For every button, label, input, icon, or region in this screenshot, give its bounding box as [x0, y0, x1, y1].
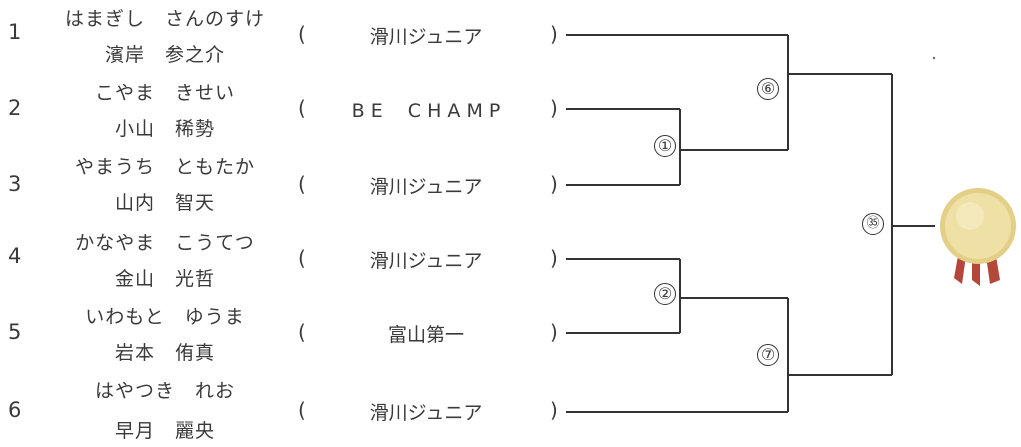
entry-4: 4 かなやま こうてつ 金山 光哲 ( 滑川ジュニア ): [0, 224, 580, 298]
seed-number: 6: [8, 398, 22, 422]
close-paren: ): [550, 398, 558, 422]
player-kanji: 早月 麗央: [114, 420, 215, 442]
player-kana: はまぎし さんのすけ: [64, 8, 265, 30]
player-kana: こやま きせい: [94, 82, 235, 104]
player-kana: やまうち ともたか: [74, 156, 255, 178]
entry-5: 5 いわもと ゆうま 岩本 侑真 ( 富山第一 ): [0, 298, 580, 372]
player-kana: はやつき れお: [94, 380, 235, 402]
entry-3: 3 やまうち ともたか 山内 智天 ( 滑川ジュニア ): [0, 148, 580, 222]
player-kanji: 濱岸 参之介: [104, 44, 225, 66]
open-paren: (: [298, 320, 306, 344]
close-paren: ): [550, 172, 558, 196]
seed-number: 2: [8, 96, 22, 120]
match-number-1: ①: [654, 135, 676, 157]
seed-number: 4: [8, 244, 22, 268]
player-kana: いわもと ゆうま: [85, 306, 245, 328]
close-paren: ): [550, 246, 558, 270]
seed-number: 3: [8, 172, 22, 196]
seed-number: 5: [8, 320, 22, 344]
close-paren: ): [550, 320, 558, 344]
seed-number: 1: [8, 20, 22, 44]
match-number-6: ⑥: [757, 78, 779, 100]
team-name: 滑川ジュニア: [369, 26, 483, 48]
entry-1: 1 はまぎし さんのすけ 濱岸 参之介 ( 滑川ジュニア ): [0, 0, 580, 74]
team-name: 滑川ジュニア: [369, 402, 483, 424]
open-paren: (: [298, 22, 306, 46]
speck-dot: [932, 56, 936, 60]
open-paren: (: [298, 398, 306, 422]
open-paren: (: [298, 246, 306, 270]
close-paren: ): [550, 22, 558, 46]
close-paren: ): [550, 96, 558, 120]
team-name: 富山第一: [387, 324, 464, 346]
open-paren: (: [298, 172, 306, 196]
gold-medal-icon: [940, 188, 1016, 286]
player-kanji: 小山 稀勢: [114, 118, 215, 140]
player-kanji: 岩本 侑真: [114, 342, 215, 364]
match-number-2: ②: [654, 283, 676, 305]
match-number-7: ⑦: [757, 344, 779, 366]
team-name: 滑川ジュニア: [369, 176, 483, 198]
player-kanji: 山内 智天: [114, 192, 215, 214]
player-kanji: 金山 光哲: [114, 268, 215, 290]
player-kana: かなやま こうてつ: [75, 232, 255, 254]
match-number-35: ㉟: [862, 213, 884, 235]
open-paren: (: [298, 96, 306, 120]
team-name: B E C H A M P: [351, 100, 501, 122]
team-name: 滑川ジュニア: [369, 250, 483, 272]
entry-6: 6 はやつき れお 早月 麗央 ( 滑川ジュニア ): [0, 372, 580, 446]
entry-2: 2 こやま きせい 小山 稀勢 ( B E C H A M P ): [0, 74, 580, 148]
